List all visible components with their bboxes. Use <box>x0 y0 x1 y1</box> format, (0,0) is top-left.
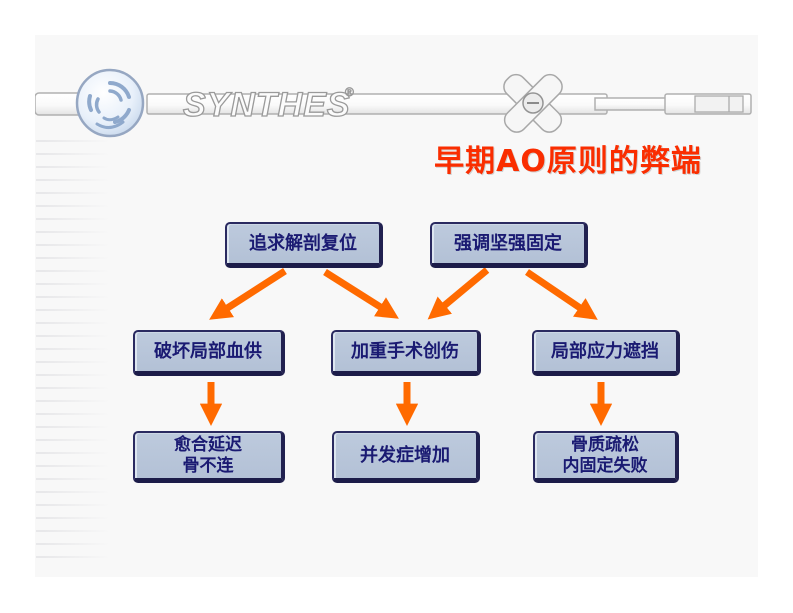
slide: SYNTHES ® 早期AO原则的弊端 追求解剖复位 <box>35 35 758 577</box>
box-label: 追求解剖复位 <box>249 232 357 254</box>
flow-box-emphasize-rigid-fixation: 强调坚强固定 <box>430 222 588 268</box>
plate-detail <box>694 95 744 113</box>
flow-box-aggravate-surgical-trauma: 加重手术创伤 <box>331 330 481 376</box>
box-label: 并发症增加 <box>360 444 450 466</box>
flow-box-delayed-healing-nonunion: 愈合延迟 骨不连 <box>133 431 285 483</box>
synthes-banner: SYNTHES ® <box>35 68 752 138</box>
arrow-fixation-to-shielding <box>525 269 598 320</box>
flow-box-increased-complications: 并发症增加 <box>332 431 480 483</box>
box-label-line2: 骨不连 <box>182 455 234 476</box>
box-label: 破坏局部血供 <box>154 340 262 362</box>
arrow-reduction-to-trauma <box>323 269 399 319</box>
rod-notch <box>594 97 674 111</box>
slide-title: 早期AO原则的弊端 <box>434 144 702 179</box>
brand-wordmark: SYNTHES <box>183 86 351 124</box>
arrow-fixation-to-trauma <box>427 267 490 320</box>
box-label: 加重手术创伤 <box>351 340 459 362</box>
box-label: 局部应力遮挡 <box>551 340 659 362</box>
flow-box-local-stress-shielding: 局部应力遮挡 <box>532 330 680 376</box>
synthes-logo-icon <box>75 68 145 138</box>
bone-screw-cross-icon <box>503 73 563 133</box>
arrow-reduction-to-bloodsupply <box>209 268 287 320</box>
brand-registered-mark: ® <box>345 85 354 99</box>
box-label-line1: 愈合延迟 <box>174 434 242 455</box>
flow-box-pursue-anatomic-reduction: 追求解剖复位 <box>225 222 383 268</box>
left-stripe-texture <box>36 140 114 565</box>
box-label: 强调坚强固定 <box>454 232 562 254</box>
flow-box-damage-local-blood-supply: 破坏局部血供 <box>133 330 285 376</box>
box-label-line1: 骨质疏松 <box>571 434 639 455</box>
box-label-line2: 内固定失败 <box>562 455 648 476</box>
flow-box-osteoporosis-fixation-failure: 骨质疏松 内固定失败 <box>533 431 679 483</box>
